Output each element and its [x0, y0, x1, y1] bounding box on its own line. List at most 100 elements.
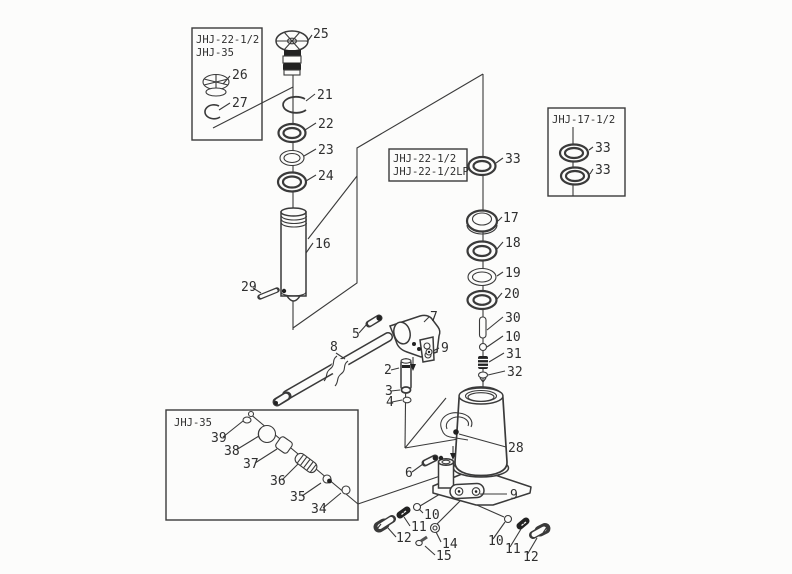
part-11-spring-left	[396, 506, 411, 519]
part-20-o-ring	[466, 289, 498, 311]
insert-arrow-pump-bore	[450, 446, 456, 460]
part-39-screw	[242, 410, 255, 424]
part-label-20: 20	[504, 287, 520, 302]
part-31-spring	[478, 356, 488, 369]
part-25-filler-cap	[275, 30, 309, 76]
part-label-4: 4	[386, 395, 394, 410]
part-12-plug-left	[373, 515, 396, 533]
part-label-29: 29	[241, 280, 257, 295]
part-33-o-ring-b	[559, 166, 591, 186]
part-label-38: 38	[224, 444, 240, 459]
part-label-26: 26	[232, 68, 248, 83]
part-8-handle	[272, 332, 393, 407]
part-label-27: 27	[232, 96, 248, 111]
part-38-disc	[257, 424, 277, 444]
handle-socket-bracket-inner	[445, 416, 470, 430]
part-label-17: 17	[503, 211, 519, 226]
part-32-valve-seat	[477, 371, 489, 383]
model-text: JHJ-22-1/2	[393, 153, 456, 165]
part-22-o-ring	[277, 122, 307, 144]
callout-box-bottom-left: JHJ-35	[165, 409, 359, 521]
handle-socket-bracket	[440, 412, 473, 431]
part-28-jack-body	[440, 386, 508, 477]
part-label-2: 2	[384, 363, 392, 378]
part-label-14: 14	[442, 537, 458, 552]
part-label-21: 21	[317, 88, 333, 103]
part-37-piston	[275, 436, 293, 454]
part-33-o-ring-middle	[467, 155, 497, 177]
part-5-pin	[365, 314, 383, 328]
part-9-nut-mid	[425, 348, 433, 356]
callout-box-right: JHJ-17-1/2	[547, 107, 626, 197]
part-label-10-c: 10	[488, 534, 504, 549]
part-label-28: 28	[508, 441, 524, 456]
part-label-36: 36	[270, 474, 286, 489]
part-label-22: 22	[318, 117, 334, 132]
part-label-9-b: 9	[510, 488, 518, 503]
part-label-6: 6	[405, 466, 413, 481]
part-label-8: 8	[330, 340, 338, 355]
model-text: JHJ-35	[174, 417, 212, 429]
part-29-pin-hole	[281, 288, 287, 294]
part-34-ball	[341, 485, 351, 495]
model-text: JHJ-22-1/2	[196, 34, 259, 46]
part-19-ring	[467, 267, 497, 287]
part-16-ram-cylinder	[280, 207, 308, 302]
break-mark	[323, 355, 338, 382]
part-6-pin	[421, 454, 439, 467]
part-36-spring	[294, 452, 318, 474]
part-label-37: 37	[243, 457, 259, 472]
part-21-snap-ring	[282, 95, 307, 114]
part-label-39: 39	[211, 431, 227, 446]
part-label-12-a: 12	[396, 531, 412, 546]
pump-linkage	[449, 482, 485, 500]
part-label-35: 35	[290, 490, 306, 505]
part-10-ball-right	[503, 514, 513, 524]
model-text: JHJ-17-1/2	[552, 114, 615, 126]
part-30-pin	[478, 316, 487, 339]
callout-box-middle: JHJ-22-1/2 JHJ-22-1/2LP	[388, 148, 469, 182]
part-label-16: 16	[315, 237, 331, 252]
part-label-7: 7	[430, 310, 438, 325]
part-label-34: 34	[311, 502, 327, 517]
part-29-pin	[257, 287, 280, 300]
part-33-o-ring-a	[558, 143, 590, 163]
part-label-10-b: 10	[424, 508, 440, 523]
model-text: JHJ-35	[196, 47, 234, 59]
part-labels: 25 26 27 21 22 23 24 16 29 33 33 33 17 1…	[211, 27, 611, 565]
part-label-12-b: 12	[523, 550, 539, 565]
part-28-screw	[453, 429, 459, 435]
part-27-clip	[204, 104, 221, 120]
part-4-ring	[402, 396, 412, 404]
part-14-nut	[429, 522, 441, 534]
part-label-25: 25	[313, 27, 329, 42]
part-label-33-b: 33	[595, 141, 611, 156]
insert-arrow-pump-piston	[410, 357, 416, 371]
part-label-30: 30	[505, 311, 521, 326]
part-2-pump-piston	[400, 358, 412, 390]
part-15-screw	[415, 535, 428, 547]
part-label-33-a: 33	[505, 152, 521, 167]
part-10-ball-top	[478, 342, 488, 352]
part-label-11-b: 11	[505, 542, 521, 557]
part-label-19: 19	[505, 266, 521, 281]
part-label-11-a: 11	[411, 520, 427, 535]
model-text: JHJ-22-1/2LP	[393, 166, 469, 178]
part-3-o-ring	[400, 386, 412, 394]
part-10-ball-left	[412, 502, 422, 512]
part-label-3: 3	[385, 384, 393, 399]
part-label-10-a: 10	[505, 330, 521, 345]
part-label-33-c: 33	[595, 163, 611, 178]
part-12-plug-right	[529, 523, 551, 539]
part-label-31: 31	[506, 347, 522, 362]
part-23-ring	[279, 149, 305, 167]
part-11-spring-right	[516, 517, 530, 530]
part-26-cap	[202, 73, 230, 97]
part-label-23: 23	[318, 143, 334, 158]
pump-cylinder	[437, 455, 455, 489]
leader-lines	[218, 34, 594, 556]
part-label-24: 24	[318, 169, 334, 184]
part-label-5: 5	[352, 327, 360, 342]
